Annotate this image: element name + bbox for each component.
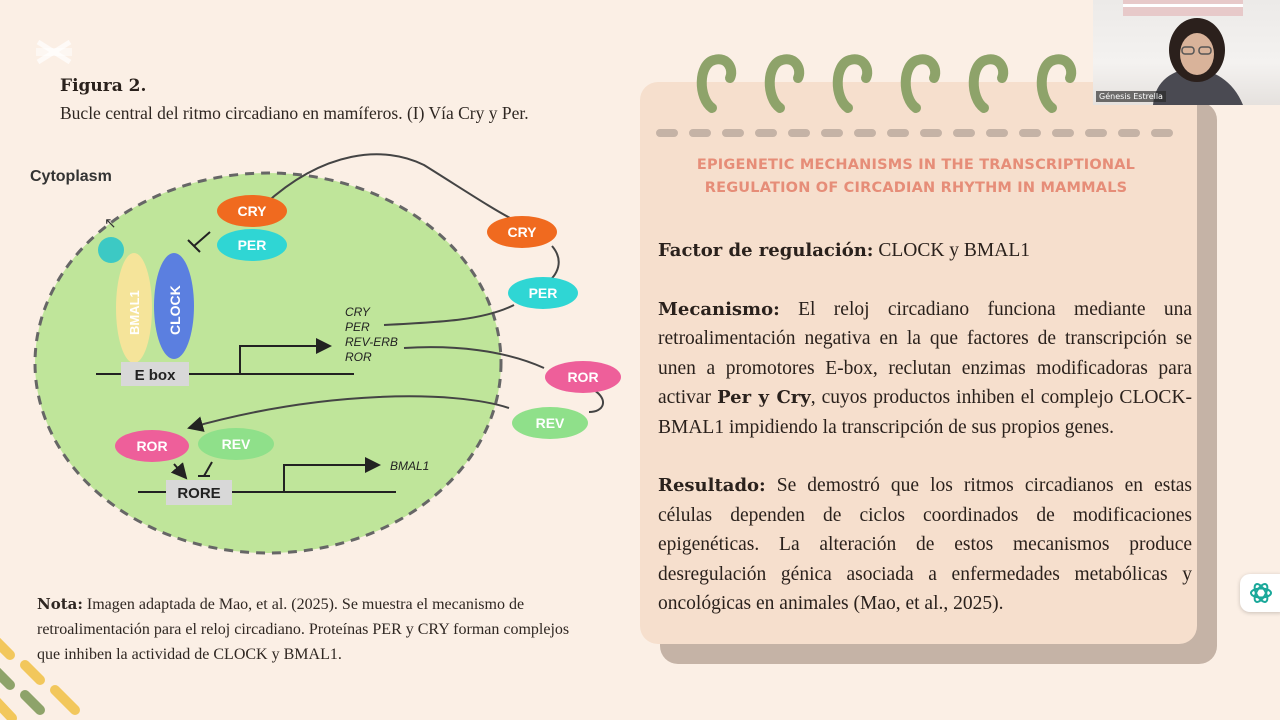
- mecanismo-text-b: , cuyos productos inhiben el complejo CL…: [658, 387, 1193, 438]
- per-inner-label: PER: [238, 237, 267, 253]
- rore-label: RORE: [177, 485, 220, 502]
- factor-text: CLOCK y BMAL1: [878, 240, 1030, 261]
- factor-paragraph: Factor de regulación: CLOCK y BMAL1: [658, 236, 1192, 266]
- bmal1-label: BMAL1: [127, 290, 142, 335]
- per-protein-outer: [508, 277, 578, 309]
- mecanismo-paragraph: Mecanismo: El reloj circadiano funciona …: [658, 295, 1192, 443]
- rev-protein-outer: [512, 407, 588, 439]
- cry-outer-label: CRY: [507, 224, 537, 240]
- cytoplasm-label: Cytoplasm: [30, 168, 112, 185]
- rore-box: [166, 480, 232, 505]
- bmal1-gene-label: BMAL1: [390, 459, 429, 473]
- resultado-paragraph: Resultado: Se demostró que los ritmos ci…: [658, 471, 1192, 619]
- notebook-rings: [696, 54, 1077, 113]
- clock-protein: [154, 253, 194, 359]
- svg-text:PER: PER: [345, 320, 370, 334]
- circadian-diagram: Cytoplasm ↖ CRY PER BMAL1 CLOCK E box CR…: [30, 153, 621, 555]
- cry-inner-label: CRY: [237, 203, 267, 219]
- decorative-stripes: [0, 637, 80, 720]
- teal-dot: [98, 237, 124, 263]
- card-title: EPIGENETIC MECHANISMS IN THE TRANSCRIPTI…: [696, 157, 1136, 196]
- notebook-card: [640, 82, 1197, 644]
- note-text: Imagen adaptada de Mao, et al. (2025). S…: [37, 596, 570, 663]
- card-dashed-divider: [656, 129, 1184, 137]
- openai-logo-icon: [1250, 583, 1272, 603]
- cursor-icon: ↖: [104, 215, 117, 232]
- svg-text:ROR: ROR: [345, 350, 372, 364]
- bmal1-protein: [116, 253, 152, 363]
- resultado-text: Se demostró que los ritmos circadianos e…: [658, 475, 1193, 614]
- resultado-label: Resultado:: [658, 475, 766, 496]
- rev-inner-label: REV: [222, 436, 251, 452]
- note-label: Nota:: [37, 595, 83, 613]
- ebox-box: [121, 362, 189, 386]
- ror-protein-outer: [545, 361, 621, 393]
- mecanismo-label: Mecanismo:: [658, 298, 780, 320]
- participant-name: Génesis Estrella: [1096, 91, 1166, 102]
- per-protein-inner: [217, 229, 287, 261]
- rev-outer-label: REV: [536, 415, 565, 431]
- assistant-button[interactable]: [1240, 574, 1280, 612]
- mecanismo-text-a: El reloj circadiano funciona mediante un…: [658, 298, 1193, 409]
- participant-video: [1123, 0, 1243, 105]
- per-outer-label: PER: [529, 285, 558, 301]
- ror-protein-inner: [115, 430, 189, 462]
- figure-title: Figura 2.: [60, 76, 147, 96]
- svg-text:CRY: CRY: [345, 305, 371, 319]
- cry-protein-outer: [487, 216, 557, 248]
- clock-label: CLOCK: [167, 285, 183, 335]
- svg-text:REV-ERB: REV-ERB: [345, 335, 398, 349]
- mecanismo-bold: Per y Cry: [717, 387, 811, 408]
- capcut-logo-icon: [36, 39, 72, 65]
- target-genes-list: CRY PER REV-ERB ROR: [345, 305, 398, 364]
- ror-inner-label: ROR: [136, 438, 167, 454]
- figure-caption: Bucle central del ritmo circadiano en ma…: [60, 103, 529, 123]
- webcam-thumbnail[interactable]: Génesis Estrella: [1093, 0, 1280, 105]
- rev-protein-inner: [198, 428, 274, 460]
- card-body: Factor de regulación: CLOCK y BMAL1 Meca…: [658, 236, 1192, 648]
- ebox-label: E box: [135, 367, 176, 384]
- ror-outer-label: ROR: [567, 369, 598, 385]
- cry-protein-inner: [217, 195, 287, 227]
- factor-label: Factor de regulación:: [658, 240, 874, 261]
- figure-note: Nota: Imagen adaptada de Mao, et al. (20…: [37, 592, 577, 667]
